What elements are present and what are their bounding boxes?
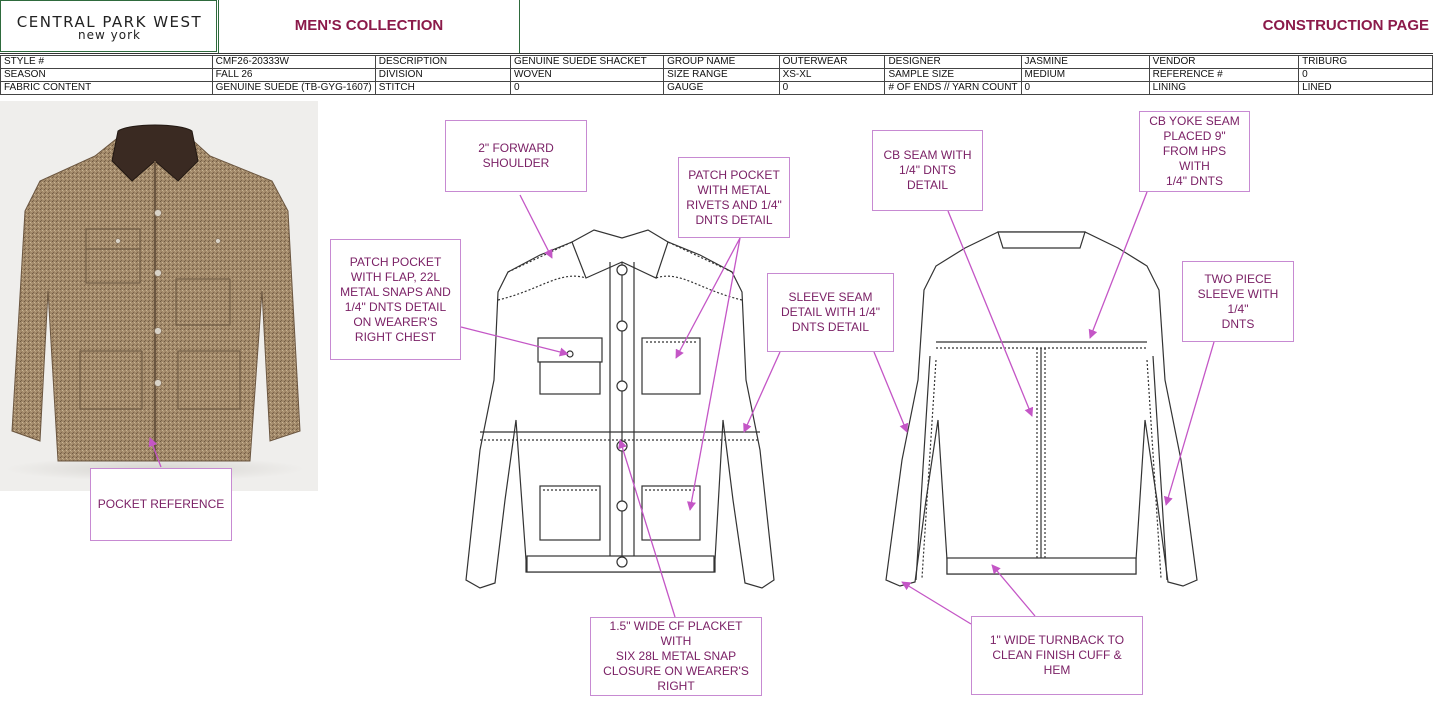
spec-cell: 0: [509, 81, 665, 95]
page-title: CONSTRUCTION PAGE: [1262, 17, 1429, 34]
callout-patch-pocket-flap: PATCH POCKET WITH FLAP, 22L METAL SNAPS …: [330, 239, 461, 360]
jacket-photo-illustration: [5, 124, 305, 481]
callout-patch-pocket-rivets: PATCH POCKET WITH METAL RIVETS AND 1/4" …: [678, 157, 790, 238]
collection-title: MEN'S COLLECTION: [294, 17, 444, 34]
spec-cell: STITCH: [374, 81, 511, 95]
callout-sleeve-seam: SLEEVE SEAM DETAIL WITH 1/4" DNTS DETAIL: [767, 273, 894, 352]
callout-forward-shoulder: 2" FORWARD SHOULDER: [445, 120, 587, 192]
spec-cell: # OF ENDS // YARN COUNT: [884, 81, 1022, 95]
header-divider: [0, 53, 1433, 54]
callout-two-piece-sleeve: TWO PIECE SLEEVE WITH 1/4" DNTS: [1182, 261, 1294, 342]
spec-cell: GENUINE SUEDE (TB-GYG-1607): [211, 81, 376, 95]
spec-cell: LINED: [1298, 81, 1433, 95]
spec-cell: GAUGE: [663, 81, 780, 95]
spec-cell: LINING: [1148, 81, 1300, 95]
leader-lines: [148, 191, 1215, 625]
back-jacket-sketch: [885, 231, 1198, 587]
brand-logo-box: CENTRAL PARK WEST new york: [0, 0, 217, 52]
front-jacket-sketch: [465, 229, 775, 589]
spec-row-style: STYLE # CMF26-20333W DESCRIPTION GENUINE…: [0, 55, 1433, 69]
spec-row-season: SEASON FALL 26 DIVISION WOVEN SIZE RANGE…: [0, 68, 1433, 82]
callout-cb-seam: CB SEAM WITH 1/4" DNTS DETAIL: [872, 130, 983, 211]
callout-turnback: 1" WIDE TURNBACK TO CLEAN FINISH CUFF & …: [971, 616, 1143, 695]
callout-pocket-reference: POCKET REFERENCE: [90, 468, 232, 541]
callout-cf-placket: 1.5" WIDE CF PLACKET WITH SIX 28L METAL …: [590, 617, 762, 696]
product-reference-photo: [0, 101, 318, 491]
brand-name: CENTRAL PARK WEST: [16, 13, 203, 31]
callout-cb-yoke-seam: CB YOKE SEAM PLACED 9" FROM HPS WITH 1/4…: [1139, 111, 1250, 192]
spec-table: STYLE # CMF26-20333W DESCRIPTION GENUINE…: [0, 55, 1433, 95]
spec-row-fabric: FABRIC CONTENT GENUINE SUEDE (TB-GYG-160…: [0, 81, 1433, 95]
brand-subtitle: new york: [78, 28, 141, 42]
